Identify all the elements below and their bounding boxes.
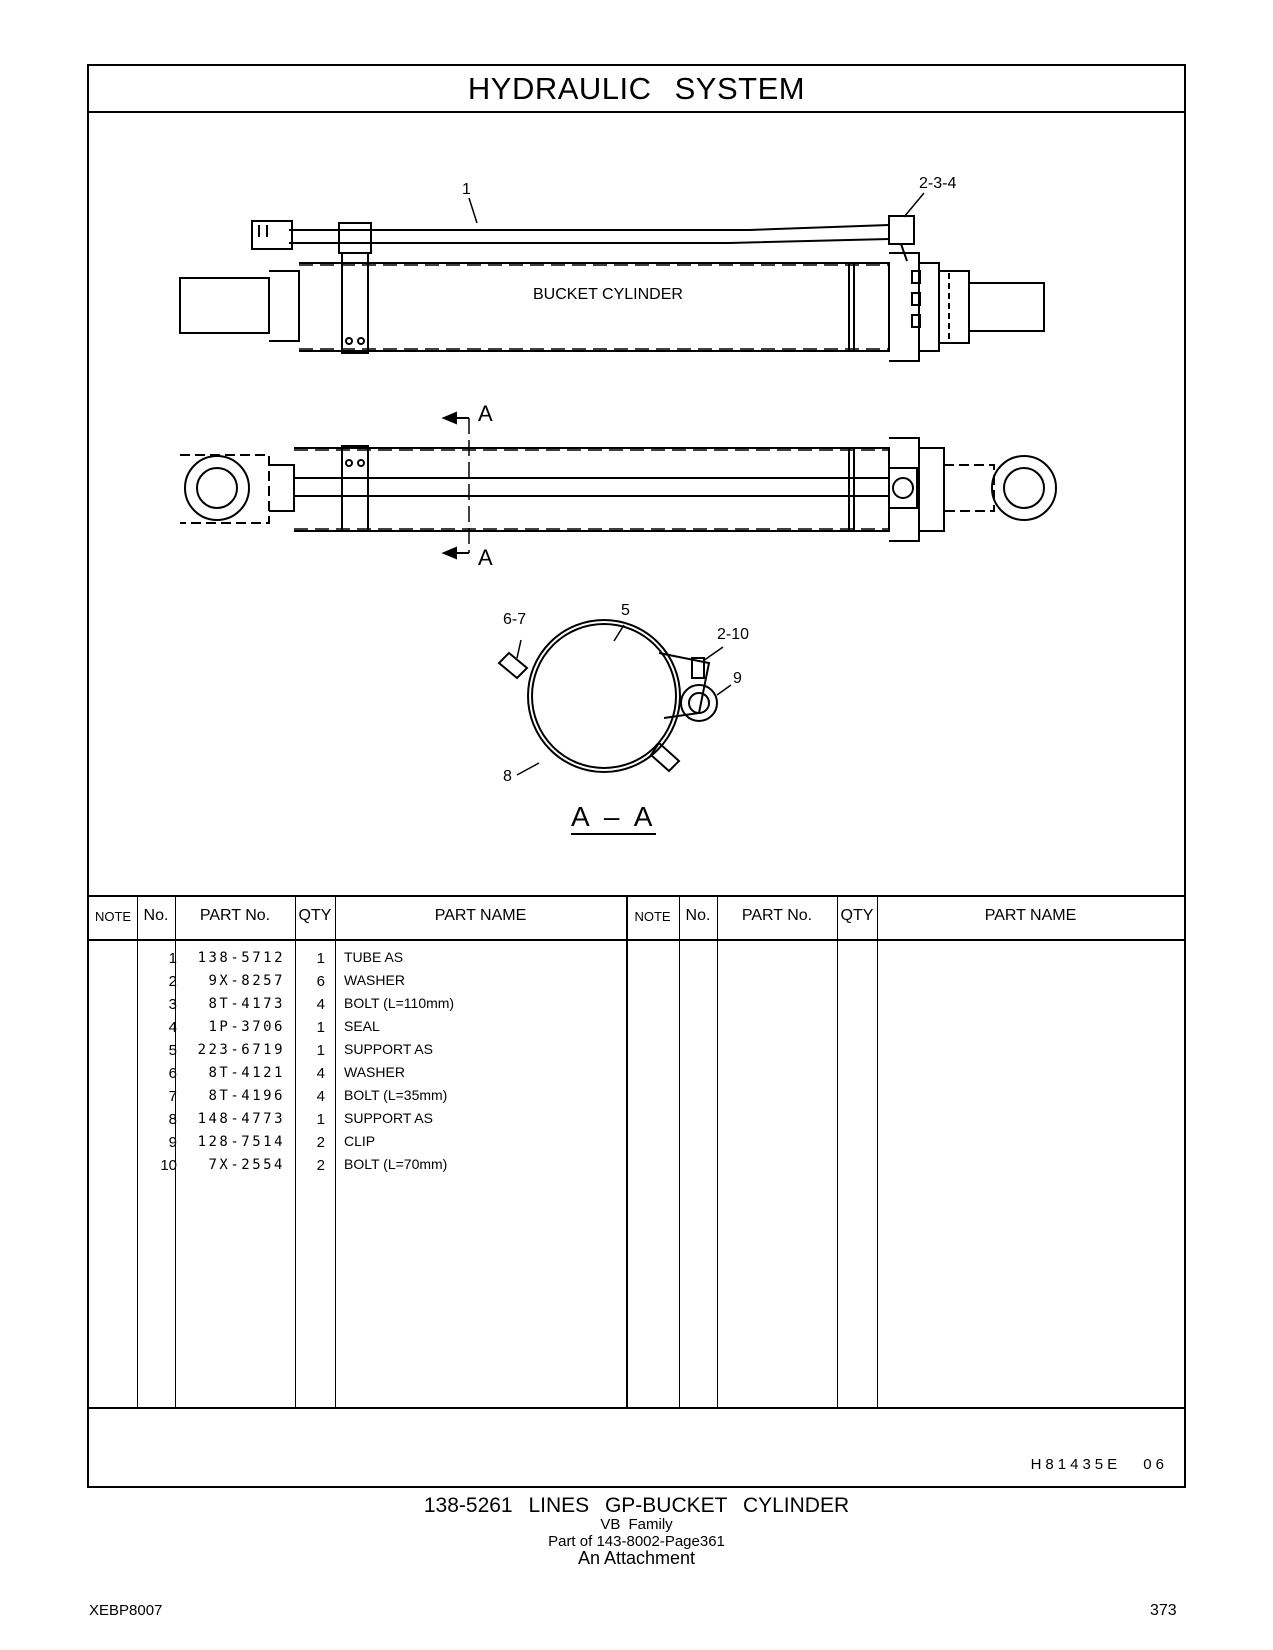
- parts-page-frame: HYDRAULIC SYSTEM: [87, 64, 1186, 1488]
- table-row: 10 7X-2554 2 BOLT (L=70mm): [160, 1156, 448, 1174]
- header-no-right: No.: [685, 907, 711, 924]
- callout-1: 1: [462, 181, 471, 198]
- header-part-no-left: PART No.: [199, 907, 271, 924]
- table-row: 8 148-4773 1 SUPPORT AS: [168, 1110, 433, 1128]
- table-header-row: [89, 895, 1184, 941]
- caption-part-of: Part of 143-8002-Page361: [548, 1533, 725, 1550]
- table-row: 3 8T-4173 4 BOLT (L=110mm): [168, 995, 455, 1013]
- callout-6-7: 6-7: [503, 611, 527, 628]
- callout-8: 8: [503, 768, 512, 785]
- drawing-reference: H81435E 06: [1030, 1456, 1168, 1473]
- callout-5: 5: [621, 602, 630, 619]
- header-part-no-right: PART No.: [741, 907, 813, 924]
- callout-9: 9: [733, 670, 742, 687]
- table-row: 1 138-5712 1 TUBE AS: [168, 949, 404, 967]
- cylinder-drawing-svg: [179, 192, 1057, 776]
- tube-line: [289, 224, 890, 231]
- callout-2-3-4: 2-3-4: [919, 175, 957, 192]
- section-arrow-label-bottom: A: [478, 545, 493, 570]
- caption-family: VB Family: [600, 1516, 673, 1533]
- component-label: BUCKET CYLINDER: [533, 286, 683, 303]
- header-qty-left: QTY: [298, 907, 332, 924]
- page-number: 373: [1150, 1602, 1177, 1619]
- technical-drawing: 1 2-3-4 BUCKET CYLINDER A A 6-7 5 2-10 9…: [89, 113, 1184, 895]
- page-title: HYDRAULIC SYSTEM: [89, 66, 1184, 113]
- table-row: 9 128-7514 2 CLIP: [168, 1133, 376, 1151]
- table-row: 4 1P-3706 1 SEAL: [168, 1018, 380, 1036]
- caption-attachment: An Attachment: [577, 1548, 696, 1568]
- header-note-right: NOTE: [634, 908, 671, 924]
- header-qty-right: QTY: [840, 907, 874, 924]
- table-bottom-rule: [89, 1407, 1184, 1409]
- clamp-circle: [527, 619, 681, 773]
- caption-title: 138-5261 LINES GP-BUCKET CYLINDER: [423, 1494, 850, 1517]
- header-note-left: NOTE: [94, 908, 132, 924]
- rod-end-left: [179, 277, 270, 334]
- parts-table: NOTE No. PART No. QTY PART NAME NOTE No.…: [89, 895, 1184, 1407]
- document-number: XEBP8007: [89, 1602, 163, 1619]
- eye-right-outer: [991, 455, 1057, 521]
- eye-left-outer: [184, 455, 250, 521]
- rod-end-right: [969, 282, 1045, 332]
- table-row: 2 9X-8257 6 WASHER: [168, 972, 405, 990]
- header-part-name-right: PART NAME: [984, 907, 1077, 924]
- header-no-left: No.: [143, 907, 169, 924]
- cylinder-barrel: [299, 262, 890, 352]
- section-arrow-label-top: A: [478, 401, 493, 426]
- section-a-a-label: A – A: [571, 803, 657, 835]
- header-part-name-left: PART NAME: [434, 907, 527, 924]
- callout-2-10: 2-10: [717, 626, 750, 643]
- table-row: 7 8T-4196 4 BOLT (L=35mm): [168, 1087, 448, 1105]
- table-row: 6 8T-4121 4 WASHER: [168, 1064, 405, 1082]
- table-row: 5 223-6719 1 SUPPORT AS: [168, 1041, 433, 1059]
